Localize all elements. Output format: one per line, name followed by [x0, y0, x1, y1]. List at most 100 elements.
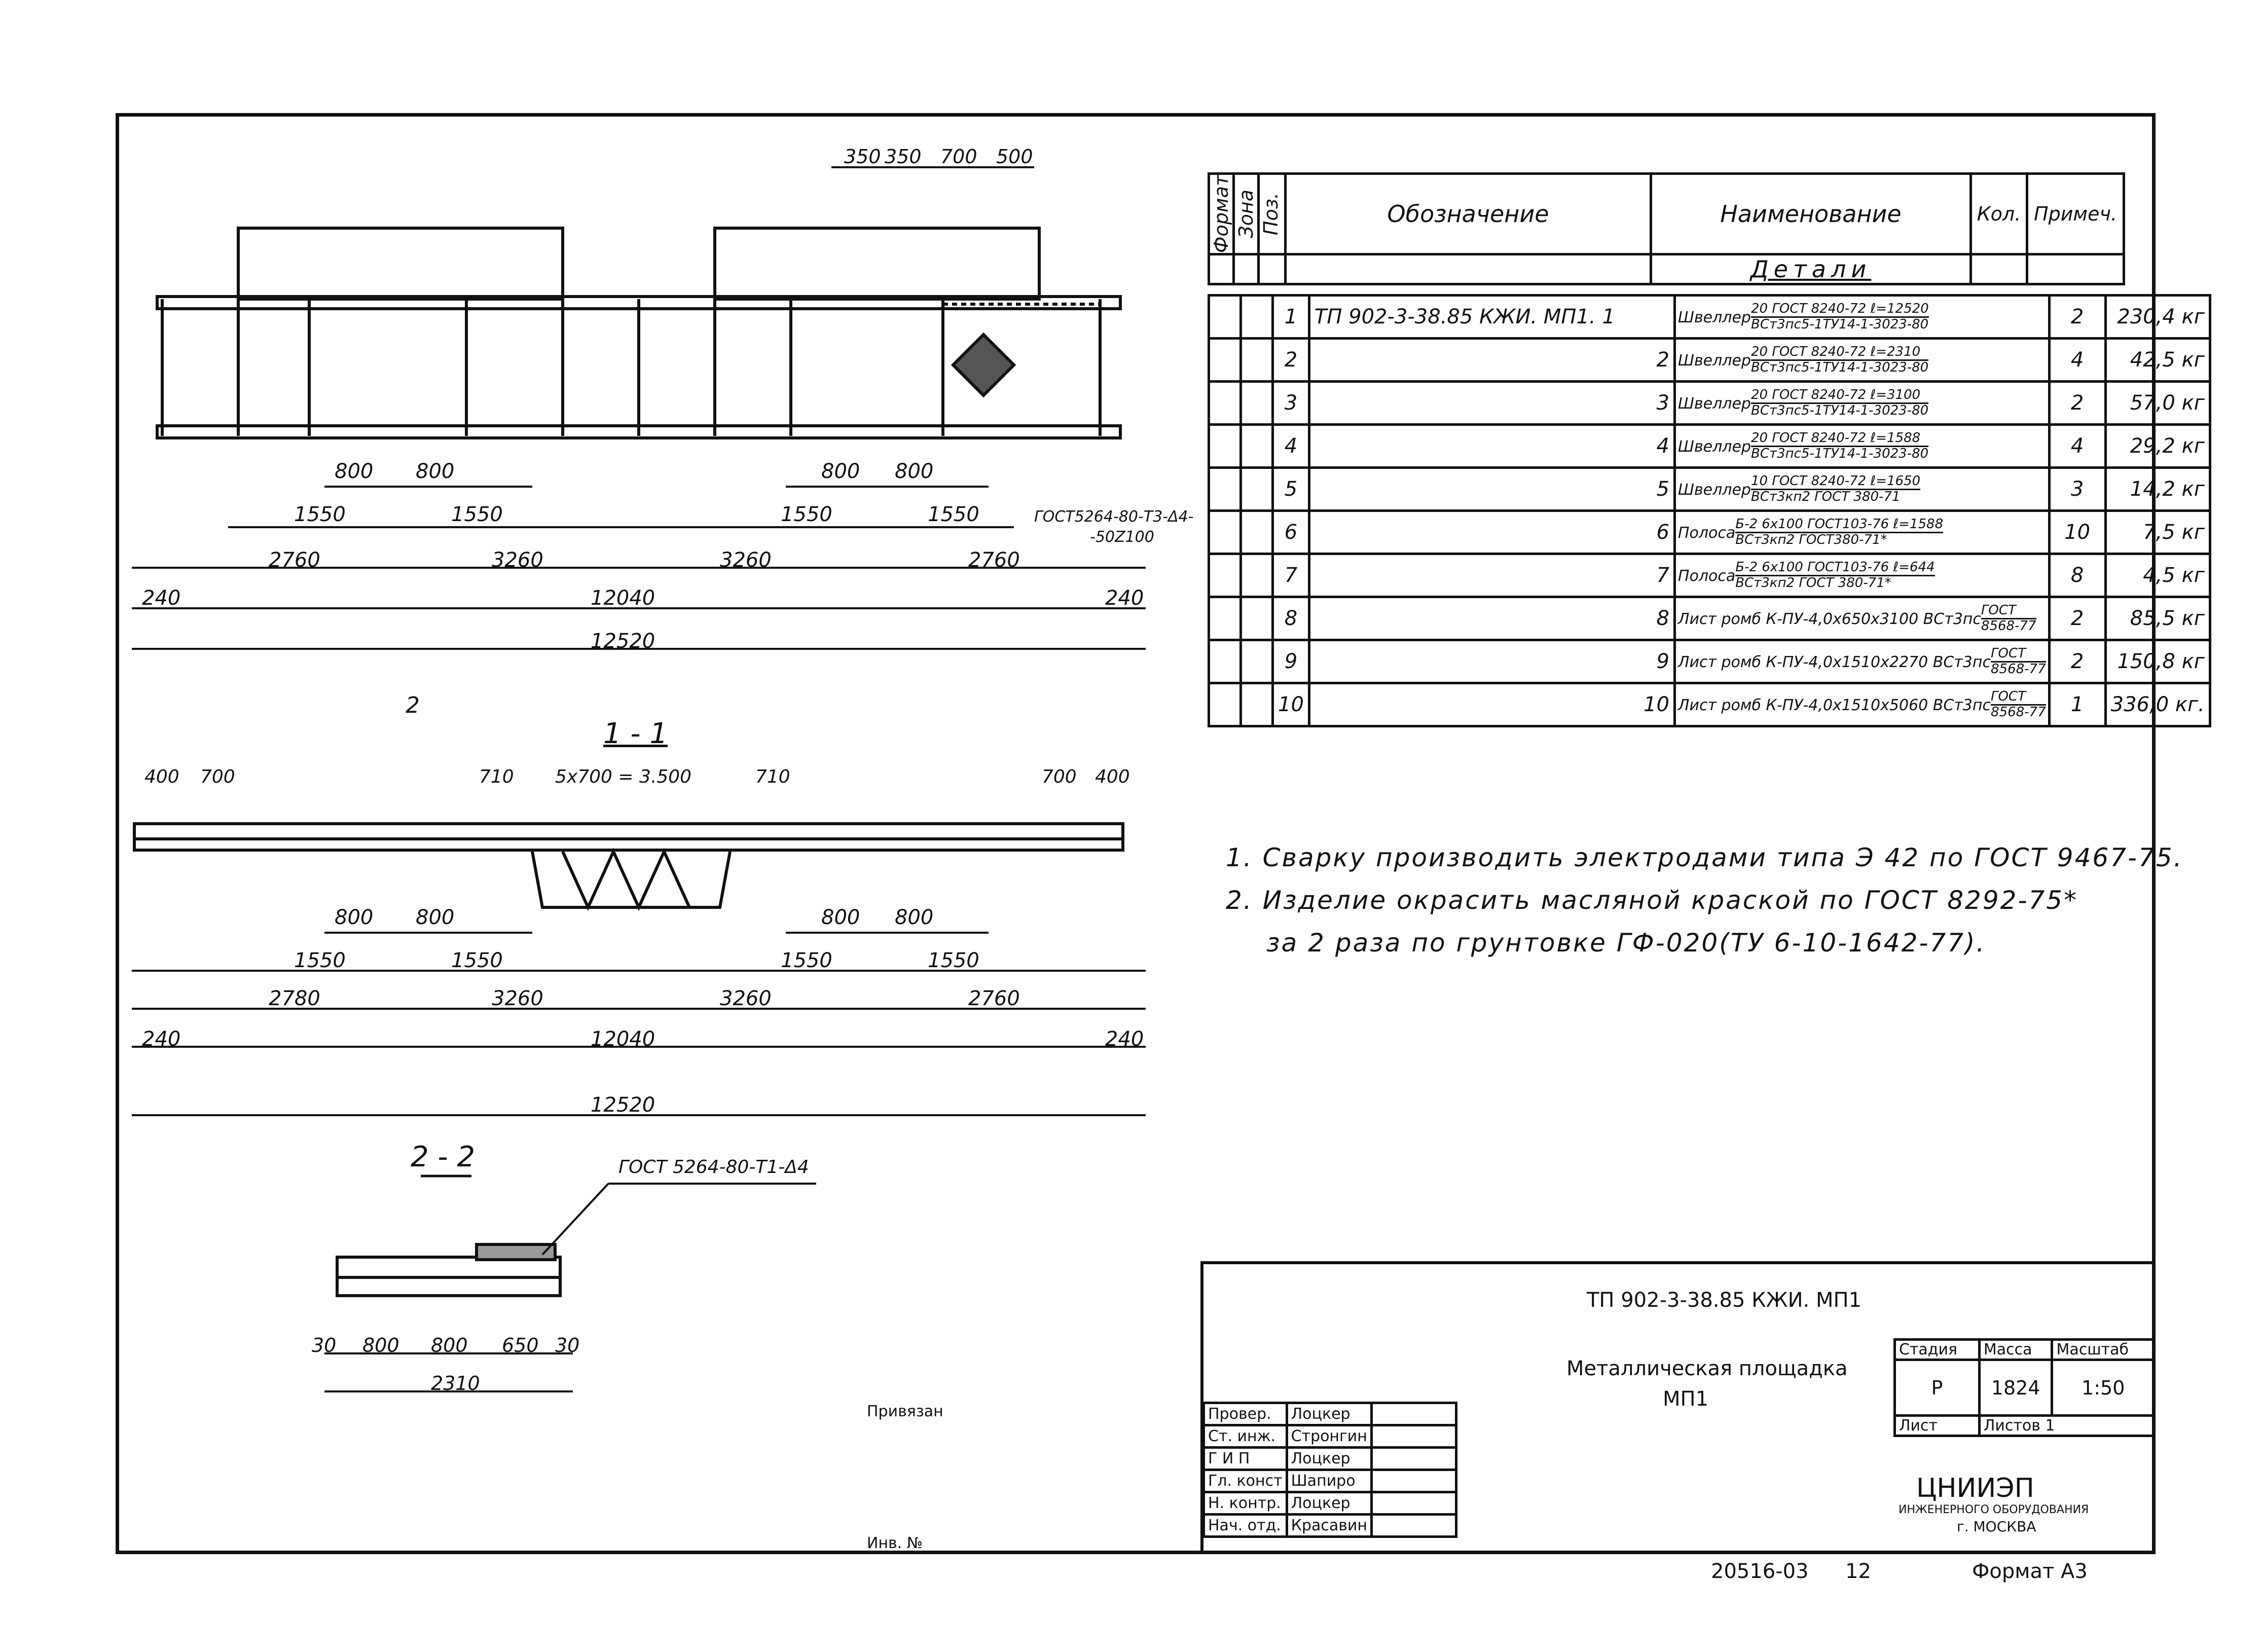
- s22-dim-30-r: 30: [555, 1334, 580, 1356]
- spec-pos: 7: [1271, 553, 1310, 598]
- spec-pos: 9: [1271, 639, 1310, 684]
- plan-dim-12520: 12520: [591, 630, 655, 653]
- tb-role: Провер.: [1202, 1402, 1288, 1426]
- spec-qty: 4: [2048, 337, 2107, 383]
- s22-dim-30-l: 30: [312, 1334, 337, 1356]
- s11-dim-3260-b: 3260: [720, 987, 772, 1010]
- spec-pos: 3: [1271, 380, 1310, 426]
- spec-name-line1: 20 ГОСТ 8240-72 ℓ=3100: [1750, 388, 1929, 404]
- spec-name-main: Полоса: [1677, 524, 1736, 542]
- s11-dim-710-r: 710: [755, 766, 790, 787]
- spec-name-line1: Б-2 6х100 ГОСТ103-76 ℓ=1588: [1735, 517, 1944, 533]
- tb-role: Н. контр.: [1202, 1491, 1288, 1516]
- spec-designation: 4: [1307, 423, 1676, 469]
- plan-dim-800-b: 800: [416, 460, 455, 483]
- tb-signer: Шапиро: [1285, 1469, 1373, 1493]
- s11-dim-800-a: 800: [335, 906, 374, 929]
- spec-name-line1: 20 ГОСТ 8240-72 ℓ=2310: [1750, 345, 1929, 361]
- s11-dim-1550-d: 1550: [928, 949, 979, 972]
- spec-designation: 6: [1307, 509, 1676, 555]
- s11-dim-710-l: 710: [479, 766, 514, 787]
- tb-title1: Металлическая площадка: [1566, 1357, 1848, 1380]
- tb-signature: [1370, 1402, 1458, 1426]
- plan-dim-2760-b: 2760: [968, 548, 1020, 572]
- plan-dim-1550-a: 1550: [294, 503, 346, 526]
- tb-scale: 1:50: [2051, 1359, 2156, 1417]
- s11-dim-800-b: 800: [416, 906, 455, 929]
- s11-dim-240-left: 240: [142, 1027, 181, 1051]
- spec-qty: 2: [2048, 596, 2107, 641]
- spec-name-main: Полоса: [1677, 567, 1736, 585]
- spec-designation: 9: [1307, 639, 1676, 684]
- spec-name-main: Швеллер: [1677, 395, 1751, 413]
- spec-header-pos: Поз.: [1257, 172, 1287, 256]
- tb-org-3: г. МОСКВА: [1957, 1518, 2036, 1535]
- spec-name-line1: 10 ГОСТ 8240-72 ℓ=1650: [1750, 474, 1921, 490]
- s22-dim-800-b: 800: [431, 1334, 468, 1356]
- spec-note: 230,4 кг: [2104, 294, 2211, 340]
- spec-name-line2: ВСт3кп2 ГОСТ380-71*: [1735, 532, 1887, 547]
- spec-name-line2: ВСт3кп2 ГОСТ 380-71: [1750, 489, 1901, 504]
- s11-dim-2760: 2760: [968, 987, 1020, 1010]
- s11-dim-400-l: 400: [144, 766, 179, 787]
- s11-dim-2780: 2780: [269, 987, 320, 1010]
- spec-name-main: Швеллер: [1677, 481, 1751, 499]
- spec-name-line1: 20 ГОСТ 8240-72 ℓ=12520: [1750, 302, 1929, 318]
- tb-mass-header: Масса: [1978, 1338, 2054, 1361]
- tb-role: Г И П: [1202, 1446, 1288, 1471]
- specification-table: Формат Зона Поз. Обозначение Наименовани…: [1208, 172, 2125, 286]
- tb-signer: Лоцкер: [1285, 1491, 1373, 1516]
- spec-qty: 3: [2048, 466, 2107, 512]
- tb-signer: Лоцкер: [1285, 1402, 1373, 1426]
- s11-dim-800-d: 800: [895, 906, 934, 929]
- spec-note: 57,0 кг: [2104, 380, 2211, 426]
- footer-number: 20516-03: [1711, 1560, 1809, 1583]
- plan-dim-240-right: 240: [1105, 586, 1144, 610]
- spec-pos: 2: [1271, 337, 1310, 383]
- spec-pos: 6: [1271, 509, 1310, 555]
- general-notes: 1. Сварку производить электродами типа Э…: [1226, 836, 2183, 964]
- spec-header-note: Примеч.: [2026, 172, 2125, 256]
- plan-top-dim-3: 700: [940, 145, 977, 168]
- tb-signature: [1370, 1491, 1458, 1516]
- spec-name-main: Швеллер: [1677, 309, 1751, 326]
- tb-mass: 1824: [1978, 1359, 2054, 1417]
- spec-designation: 5: [1307, 466, 1676, 512]
- tb-inv: Инв. №: [867, 1534, 923, 1552]
- plan-top-dim-2: 350: [885, 145, 922, 168]
- tb-sheet: Лист: [1893, 1414, 1981, 1437]
- tb-code: ТП 902-3-38.85 КЖИ. МП1: [1587, 1289, 1862, 1312]
- tb-title2: МП1: [1663, 1387, 1709, 1411]
- spec-name-line1: Б-2 6х100 ГОСТ103-76 ℓ=644: [1735, 560, 1935, 576]
- spec-qty: 2: [2048, 639, 2107, 684]
- plan-dim-3260-b: 3260: [720, 548, 772, 572]
- s11-dim-1550-a: 1550: [294, 949, 346, 972]
- tb-signer: Красавин: [1285, 1513, 1373, 1538]
- plan-dim-800-d: 800: [895, 460, 934, 483]
- spec-name-line2: ВСт3кп2 ГОСТ 380-71*: [1735, 575, 1891, 591]
- section11-title: 1 - 1: [603, 717, 668, 750]
- spec-designation: 8: [1307, 596, 1676, 641]
- spec-note: 29,2 кг: [2104, 423, 2211, 469]
- spec-name-main: Лист ромб К-ПУ-4,0х1510х5060 ВСт3пс: [1677, 696, 1991, 714]
- spec-qty: 8: [2048, 553, 2107, 598]
- s22-dim-800-a: 800: [362, 1334, 399, 1356]
- plan-dim-1550-b: 1550: [451, 503, 503, 526]
- spec-name-main: Швеллер: [1677, 438, 1751, 456]
- tb-signer: Лоцкер: [1285, 1446, 1373, 1471]
